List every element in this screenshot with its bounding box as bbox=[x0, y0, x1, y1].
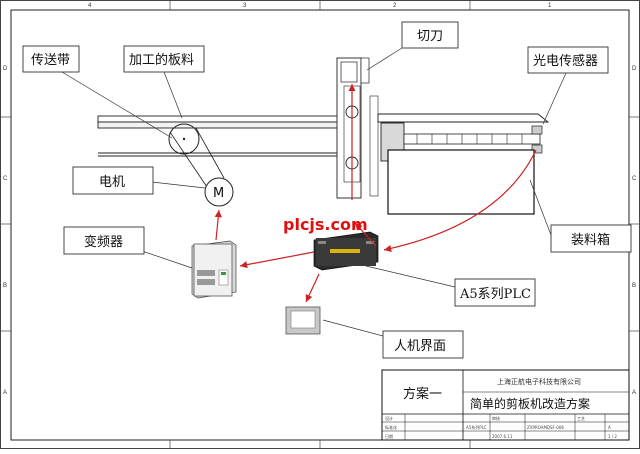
hmi-device bbox=[285, 306, 321, 335]
plc-device bbox=[313, 231, 379, 271]
watermark: plcjs.com bbox=[283, 215, 368, 234]
label-bin: 装料箱 bbox=[550, 224, 632, 253]
title-block-title: 简单的剪板机改造方案 bbox=[470, 396, 590, 411]
svg-text:人机界面: 人机界面 bbox=[394, 339, 446, 354]
label-cutter: 切刀 bbox=[401, 21, 459, 49]
photo-sensor-icon bbox=[531, 125, 543, 135]
col-label-3: 3 bbox=[243, 3, 247, 9]
row-label-c: C bbox=[3, 176, 8, 182]
label-motor: 电机 bbox=[72, 166, 154, 195]
material-bin bbox=[387, 149, 535, 215]
tb-row3-left: 日期 bbox=[385, 433, 393, 439]
tb-row2-sheet: A bbox=[608, 425, 611, 430]
tb-row1-left: 设计 bbox=[385, 415, 393, 421]
row-label-a-right: A bbox=[632, 390, 636, 396]
svg-text:变频器: 变频器 bbox=[84, 234, 123, 250]
motor-symbol: M bbox=[213, 186, 224, 201]
label-conveyor-belt: 传送带 bbox=[22, 45, 80, 73]
title-block-company: 上海正航电子科技有限公司 bbox=[497, 377, 581, 386]
tb-row3-mid: 2007.6.11 bbox=[492, 434, 513, 439]
label-hmi: 人机界面 bbox=[382, 330, 464, 359]
cutter-assembly bbox=[336, 57, 379, 199]
svg-text:电机: 电机 bbox=[99, 175, 125, 190]
signal-arrows bbox=[214, 84, 537, 303]
svg-text:光电传感器: 光电传感器 bbox=[533, 53, 598, 69]
row-label-c-right: C bbox=[632, 176, 637, 182]
row-label-b: B bbox=[3, 283, 7, 289]
row-label-a: A bbox=[3, 390, 7, 396]
tb-row2-mid: A5系列PLC bbox=[466, 424, 487, 430]
motor: M bbox=[204, 177, 234, 207]
conveyor-belt bbox=[97, 115, 344, 191]
tb-row3-page: 1 / 2 bbox=[608, 434, 617, 439]
title-block-scheme: 方案一 bbox=[403, 386, 442, 402]
svg-text:装料箱: 装料箱 bbox=[571, 232, 610, 248]
col-label-1: 1 bbox=[548, 3, 552, 9]
row-label-d: D bbox=[3, 66, 8, 72]
output-table bbox=[377, 113, 550, 162]
row-label-b-right: B bbox=[632, 283, 636, 289]
title-block: 方案一 上海正航电子科技有限公司 简单的剪板机改造方案 设计 审核 工艺 标准化… bbox=[381, 369, 630, 441]
label-plc: A5系列PLC bbox=[454, 278, 536, 307]
svg-text:加工的板料: 加工的板料 bbox=[129, 52, 194, 68]
tb-row1-mid: 审核 bbox=[492, 415, 500, 421]
row-label-d-right: D bbox=[632, 66, 637, 72]
svg-text:A5系列PLC: A5系列PLC bbox=[459, 287, 531, 302]
leader-lines bbox=[61, 47, 567, 337]
col-label-4: 4 bbox=[88, 3, 92, 9]
tb-row2-code: ZXPROAMDSF-006 bbox=[527, 425, 564, 430]
inverter-device bbox=[191, 240, 237, 299]
svg-text:传送带: 传送带 bbox=[31, 53, 70, 68]
tb-row2-left: 标准化 bbox=[385, 424, 397, 430]
col-label-2: 2 bbox=[393, 3, 397, 9]
tb-row1-right: 工艺 bbox=[577, 416, 585, 421]
svg-text:切刀: 切刀 bbox=[417, 29, 443, 44]
label-photo-sensor: 光电传感器 bbox=[527, 46, 609, 74]
label-inverter: 变频器 bbox=[63, 226, 145, 255]
label-processed-sheet: 加工的板料 bbox=[123, 45, 205, 73]
